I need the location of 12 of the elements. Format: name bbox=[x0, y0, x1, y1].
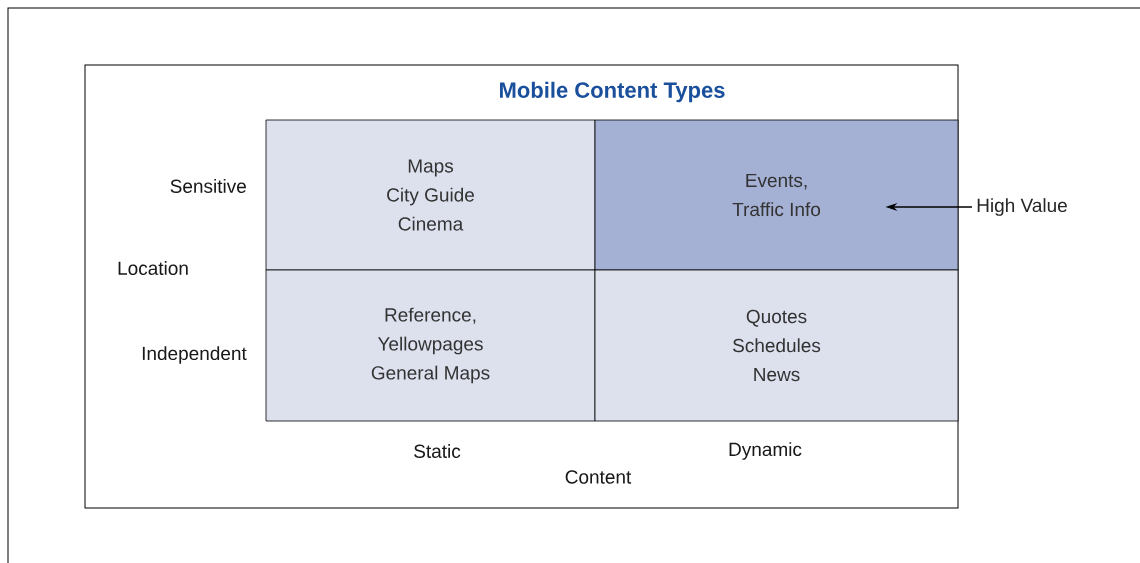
axis-label: Sensitive bbox=[170, 179, 246, 193]
grid-cell: Events, Traffic Info bbox=[594, 119, 959, 271]
axis-label: Dynamic bbox=[729, 442, 802, 460]
axis-label: Independent bbox=[142, 346, 247, 364]
axis-label: Content bbox=[565, 470, 632, 484]
axis-label: Location bbox=[118, 261, 188, 275]
grid-cell: Reference, Yellowpages General Maps bbox=[265, 269, 596, 422]
grid-cell: Maps City Guide Cinema bbox=[265, 119, 596, 271]
callout-text: High Value bbox=[977, 198, 1067, 216]
title: Mobile Content Types bbox=[500, 81, 725, 103]
axis-label: Static bbox=[414, 444, 461, 458]
grid-cell: Quotes Schedules News bbox=[594, 269, 959, 422]
